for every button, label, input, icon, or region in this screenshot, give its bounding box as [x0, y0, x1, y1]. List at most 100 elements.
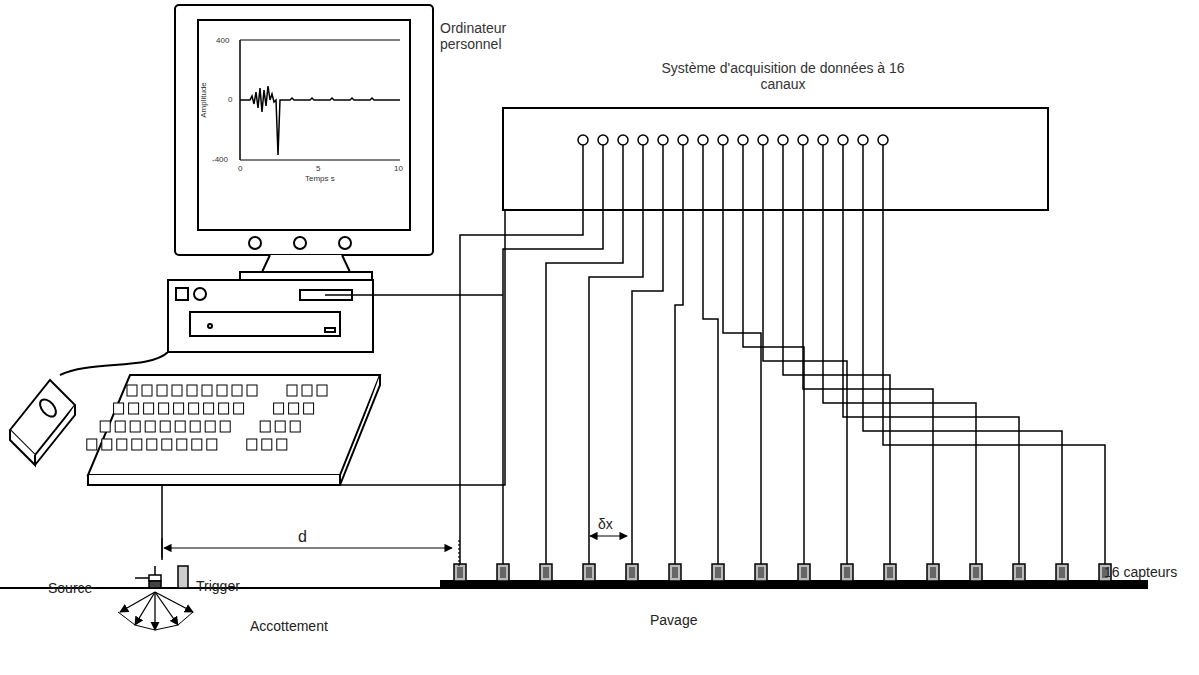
- key: [127, 385, 137, 396]
- sensor: [497, 564, 509, 581]
- sensor-wire: [863, 145, 1062, 564]
- label: 0: [238, 164, 242, 173]
- key: [202, 385, 212, 396]
- key: [290, 421, 300, 432]
- key: [234, 403, 244, 414]
- sensor: [1013, 564, 1025, 581]
- sensor: [540, 564, 552, 581]
- sensor-core: [457, 567, 463, 578]
- sensor-wire: [703, 145, 718, 564]
- key: [130, 421, 140, 432]
- key: [159, 403, 169, 414]
- sensors: [454, 564, 1111, 581]
- port: [598, 135, 608, 145]
- label: d: [298, 528, 307, 546]
- sensor-core: [543, 567, 549, 578]
- key: [100, 421, 110, 432]
- key: [87, 439, 97, 450]
- key: [302, 385, 312, 396]
- node-heading: Ordinateur personnel: [440, 20, 530, 52]
- sensor: [798, 564, 810, 581]
- sensor: [626, 564, 638, 581]
- key: [204, 403, 214, 414]
- sensor: [1056, 564, 1068, 581]
- distance-d: [162, 538, 459, 568]
- sensor-core: [758, 567, 764, 578]
- key: [289, 403, 299, 414]
- label: 5: [316, 164, 320, 173]
- key: [260, 421, 270, 432]
- key: [275, 421, 285, 432]
- key: [287, 385, 297, 396]
- sensor-core: [973, 567, 979, 578]
- trigger-cable: [162, 210, 505, 560]
- computer-tower: [168, 280, 373, 352]
- mouse: [10, 352, 168, 465]
- waveform-plot: [240, 40, 400, 160]
- sensor-wire: [632, 145, 663, 564]
- sensor-wire: [743, 145, 804, 564]
- key: [129, 403, 139, 414]
- port: [638, 135, 648, 145]
- port: [658, 135, 668, 145]
- key: [157, 385, 167, 396]
- sensor-wire: [723, 145, 761, 564]
- sensor: [755, 564, 767, 581]
- label: Trigger: [196, 578, 240, 594]
- sensor-core: [844, 567, 850, 578]
- wave-rays: [118, 592, 193, 630]
- label: Pavage: [650, 612, 697, 628]
- key: [187, 385, 197, 396]
- sensor-core: [1016, 567, 1022, 578]
- key: [162, 439, 172, 450]
- key: [219, 403, 229, 414]
- key: [207, 439, 217, 450]
- sensor-wire: [503, 145, 603, 564]
- key: [172, 385, 182, 396]
- sensor-wires: [460, 145, 1105, 564]
- key: [274, 403, 284, 414]
- sensor: [583, 564, 595, 581]
- sensor: [970, 564, 982, 581]
- sensor-core: [887, 567, 893, 578]
- sensor: [927, 564, 939, 581]
- key: [189, 403, 199, 414]
- key: [147, 439, 157, 450]
- key: [262, 439, 272, 450]
- acquisition-unit: [503, 108, 1048, 210]
- port: [738, 135, 748, 145]
- sensor-wire: [589, 145, 643, 564]
- key: [160, 421, 170, 432]
- sensor: [884, 564, 896, 581]
- key: [177, 439, 187, 450]
- key: [232, 385, 242, 396]
- key: [304, 403, 314, 414]
- sensor-wire: [675, 145, 683, 564]
- key: [190, 421, 200, 432]
- key: [102, 439, 112, 450]
- key: [317, 385, 327, 396]
- sensor-core: [586, 567, 592, 578]
- key: [205, 421, 215, 432]
- label: 400: [216, 36, 229, 45]
- port: [838, 135, 848, 145]
- sensor-core: [930, 567, 936, 578]
- label: Temps s: [305, 174, 335, 183]
- sensor-wire: [763, 145, 847, 564]
- port: [618, 135, 628, 145]
- port: [878, 135, 888, 145]
- label: Source: [48, 580, 92, 596]
- sensor-core: [672, 567, 678, 578]
- key: [115, 421, 125, 432]
- port: [858, 135, 868, 145]
- label: Accottement: [250, 618, 328, 634]
- key: [247, 385, 257, 396]
- key: [220, 421, 230, 432]
- sensor-wire: [460, 145, 583, 564]
- key: [192, 439, 202, 450]
- sensor-core: [801, 567, 807, 578]
- sensor-wire: [823, 145, 976, 564]
